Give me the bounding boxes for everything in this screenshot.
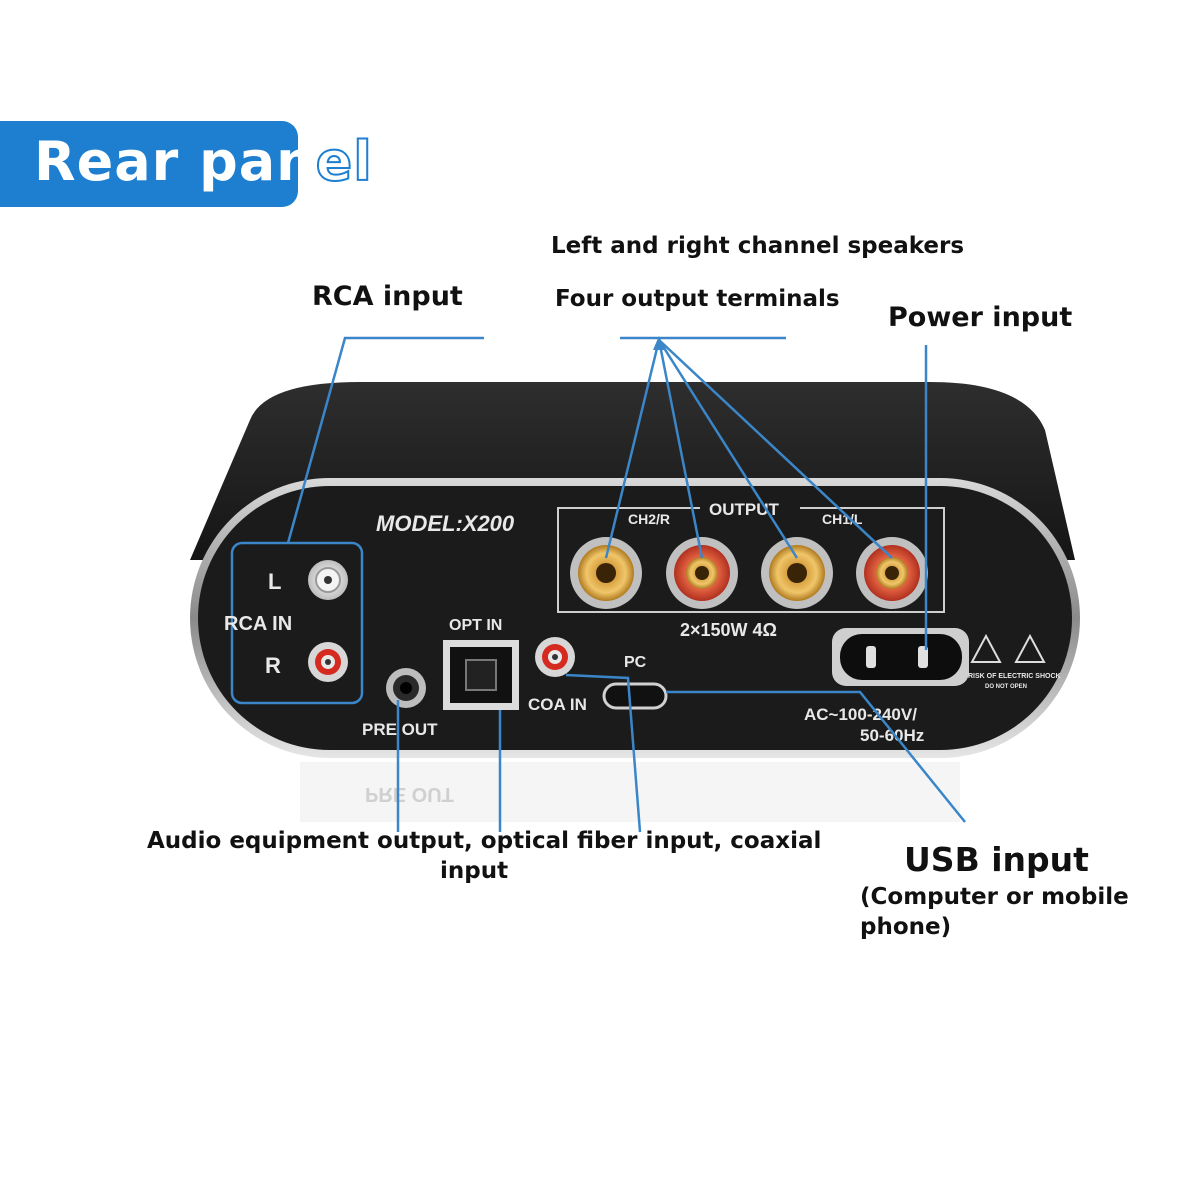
pc-label: PC: [624, 654, 647, 671]
rca-callout-label: RCA input: [312, 281, 463, 312]
warning-triangle-icon: [970, 633, 1046, 663]
pre-out-reflection: PRE OUT: [365, 783, 454, 805]
usb-callout-title: USB input: [904, 840, 1089, 879]
usb-callout-line: [666, 690, 966, 823]
speaker-line-2: [657, 339, 704, 559]
rca-in-label: RCA IN: [224, 613, 292, 635]
power-rating-label: 2×150W 4Ω: [680, 620, 777, 640]
pre-out-jack: [386, 668, 426, 708]
title-banner: [0, 121, 298, 207]
ac-voltage-label: AC~100-240V/: [804, 705, 917, 724]
speaker-terminal-4: [856, 537, 928, 609]
usb-c-port: [602, 682, 668, 710]
bottom-callout-line2: input: [440, 858, 509, 884]
power-inlet: [832, 628, 969, 686]
warning-text-1: RISK OF ELECTRIC SHOCK: [968, 673, 1061, 680]
warning-text-2: DO NOT OPEN: [985, 684, 1027, 690]
output-label: OUTPUT: [709, 500, 780, 519]
rca-callout-line: [286, 336, 484, 544]
rca-highlight-box: [230, 541, 364, 705]
speaker-line-3: [657, 339, 799, 559]
ac-frequency-label: 50-60Hz: [860, 726, 924, 745]
coaxial-callout-line: [565, 673, 642, 833]
usb-callout-sub1: (Computer or mobile: [860, 884, 1129, 910]
callout-lines: [286, 336, 966, 833]
ch1-label: CH1/L: [822, 511, 863, 527]
reflection: [300, 762, 960, 822]
page-title-main: Rear pan: [34, 130, 316, 193]
speakers-callout-line1: Left and right channel speakers: [551, 233, 965, 259]
speaker-terminal-2: [666, 537, 738, 609]
speaker-line-1: [604, 339, 661, 559]
coaxial-jack: [535, 637, 575, 677]
page-title-tail: el: [315, 129, 373, 194]
rca-r-label: R: [265, 653, 281, 678]
ch2-label: CH2/R: [628, 511, 670, 527]
speaker-line-4: [658, 339, 893, 559]
speaker-terminal-1: [570, 537, 642, 609]
pre-out-label: PRE OUT: [362, 720, 438, 739]
rca-l-label: L: [268, 569, 281, 594]
usb-callout-sub2: phone): [860, 914, 952, 940]
opt-in-label: OPT IN: [449, 617, 502, 634]
optical-port: [443, 640, 519, 710]
speakers-callout-line2: Four output terminals: [555, 286, 840, 312]
rca-l-jack: [308, 560, 348, 600]
power-callout-label: Power input: [888, 302, 1073, 333]
callout-arrowheads: [653, 336, 665, 350]
page-title: Rear panel: [34, 129, 373, 194]
model-label: MODEL:X200: [376, 511, 515, 536]
rca-r-jack: [308, 642, 348, 682]
coa-in-label: COA IN: [528, 695, 587, 714]
speaker-terminal-3: [761, 537, 833, 609]
bottom-callout-line1: Audio equipment output, optical fiber in…: [147, 828, 822, 854]
